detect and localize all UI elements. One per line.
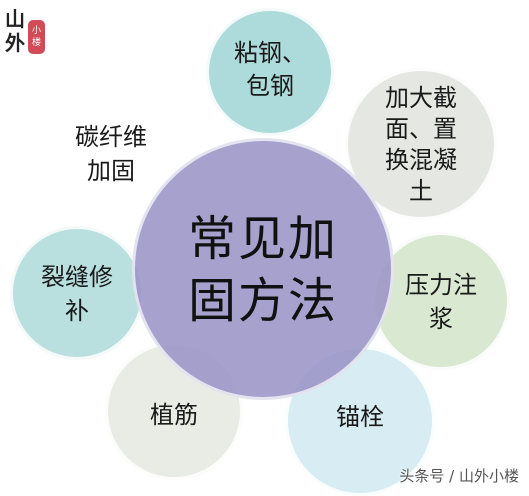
center-label: 常见加 固方法 [187,211,338,329]
logo-seal: 小楼 [28,20,45,54]
logo: 山 外 小楼 [3,3,47,59]
node-label-right: 压力注 浆 [405,271,477,333]
logo-char-2: 外 [5,31,25,55]
node-label-bottom-left: 植筋 [150,400,198,429]
center-circle [132,138,394,400]
node-label-bottom-right: 锚栓 [336,402,384,431]
node-label-top-right: 加大截 面、置 换混凝 土 [385,84,457,205]
node-label-top-left: 碳纤维 加固 [75,123,147,185]
watermark: 头条号 / 山外小楼 [399,467,519,485]
node-circle-left [10,226,144,360]
logo-char-1: 山 [5,7,25,31]
node-circle-top [206,8,334,136]
node-label-left: 裂缝修 补 [41,263,113,325]
node-label-top: 粘钢、 包钢 [234,39,306,100]
